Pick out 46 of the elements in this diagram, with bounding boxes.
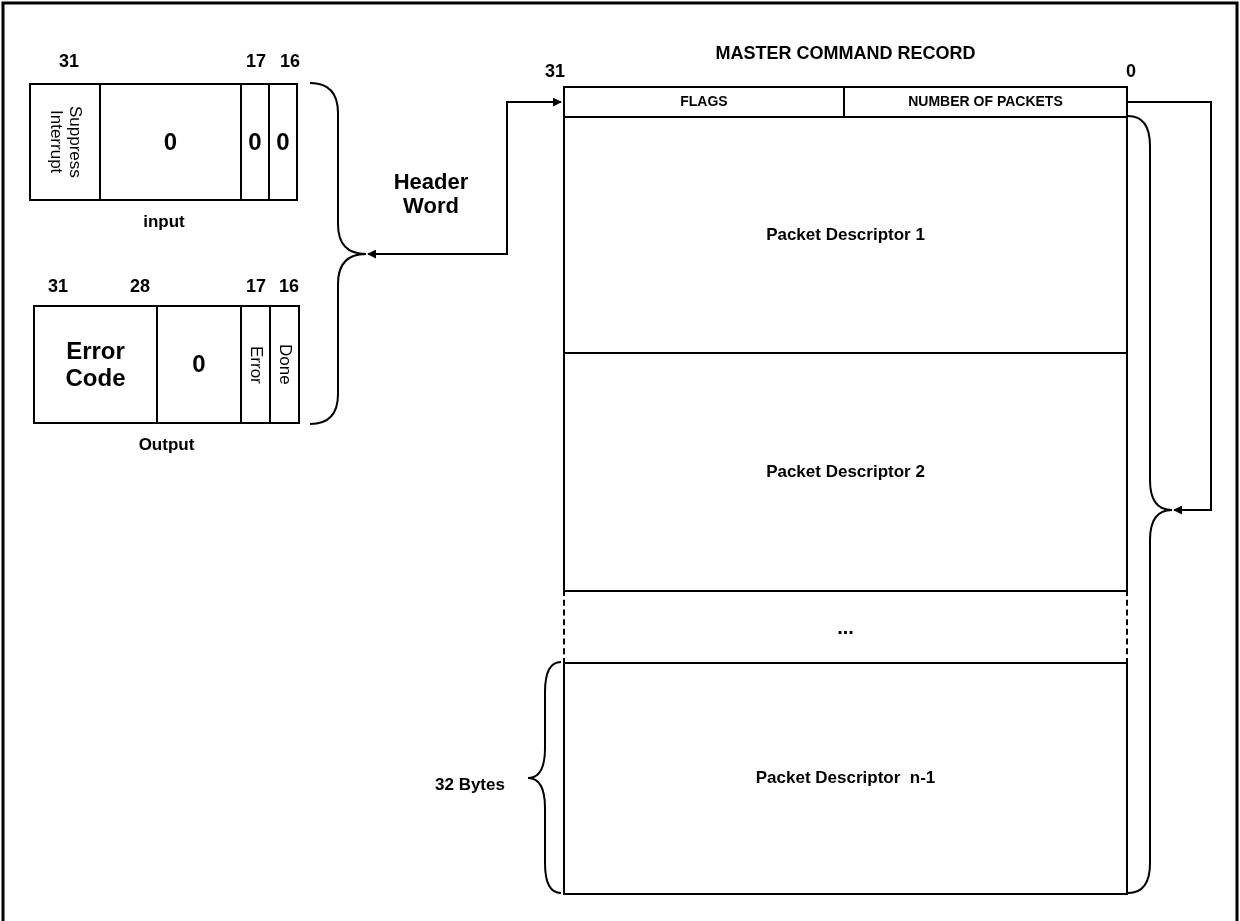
brace — [309, 82, 367, 425]
bit-number: 31 — [59, 52, 80, 72]
field-text: NUMBER OF PACKETS — [908, 94, 1063, 110]
bit-field — [268, 83, 298, 201]
bit-field — [240, 305, 271, 424]
field-text: Suppress Interrupt — [46, 105, 84, 180]
field-text: 0 — [192, 351, 206, 378]
field-text: Done — [275, 344, 294, 385]
record-row — [563, 116, 1128, 354]
field-text: Packet Descriptor 2 — [766, 462, 925, 482]
edge-label: Header Word — [392, 170, 470, 219]
field-text: Packet Descriptor n-1 — [755, 769, 936, 788]
bit-number: 0 — [1126, 62, 1136, 82]
record-row — [563, 590, 1128, 664]
bit-field — [240, 83, 270, 201]
field-text: FLAGS — [680, 94, 728, 110]
register-caption: input — [142, 213, 186, 232]
size-label: 32 Bytes — [435, 775, 505, 795]
bit-number: 17 — [246, 52, 267, 72]
bit-number: 31 — [545, 62, 566, 82]
arrow — [367, 97, 562, 259]
field-text: 0 — [248, 128, 262, 156]
bit-field — [269, 305, 300, 424]
bit-number: 17 — [246, 277, 267, 297]
bit-number: 16 — [280, 52, 301, 72]
bit-field — [29, 83, 101, 201]
field-text: 0 — [276, 128, 290, 156]
field-text: 0 — [163, 128, 178, 156]
bit-field — [99, 83, 242, 201]
bit-field — [33, 305, 158, 424]
bit-number: 31 — [48, 277, 69, 297]
record-field — [563, 86, 845, 118]
bit-number: 16 — [279, 277, 300, 297]
record-field — [843, 86, 1128, 118]
record-title: MASTER COMMAND RECORD — [714, 44, 977, 64]
arrow — [1127, 101, 1212, 515]
field-text: Error Code — [64, 338, 127, 391]
record-row — [563, 352, 1128, 592]
register-caption: Output — [137, 436, 196, 455]
field-text: Packet Descriptor 1 — [766, 225, 925, 245]
bit-field — [156, 305, 242, 424]
bit-number: 28 — [130, 277, 151, 297]
field-text: ... — [837, 616, 854, 638]
brace — [1127, 115, 1173, 894]
field-text: Error — [246, 345, 265, 384]
record-row — [563, 662, 1128, 895]
